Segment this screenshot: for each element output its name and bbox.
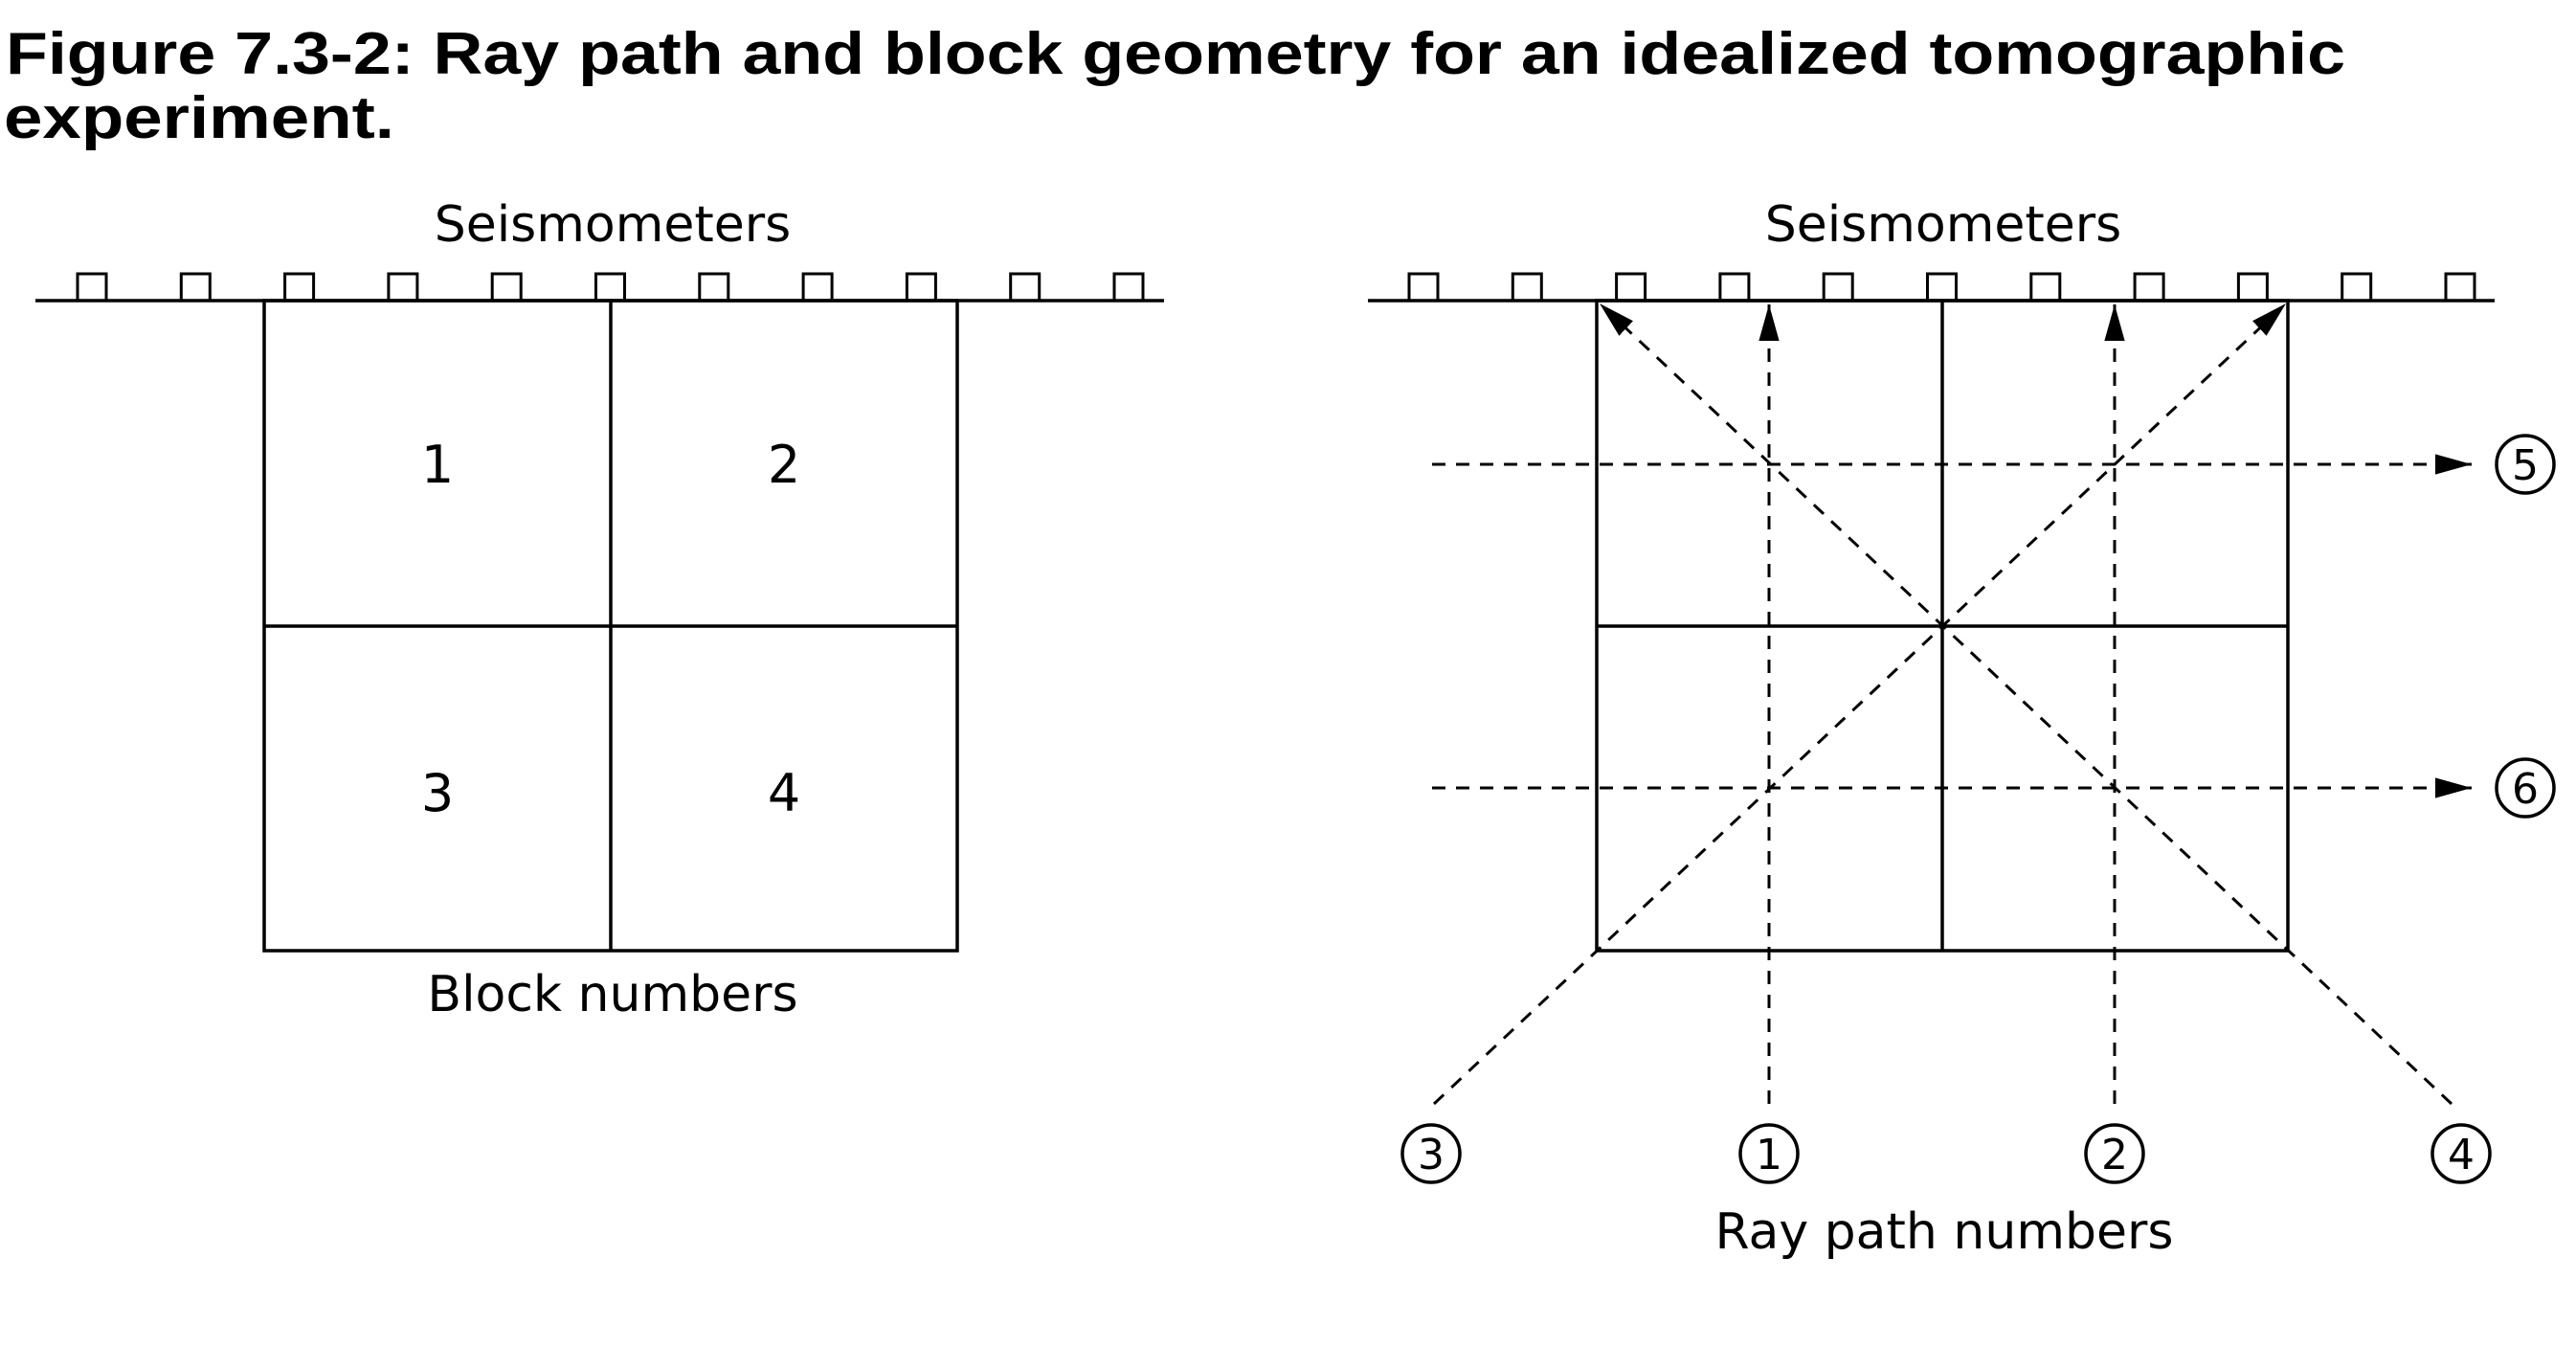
ray-path-3 <box>1432 302 2288 1106</box>
ray-label-text: 1 <box>1756 1131 1782 1179</box>
seismometer-icon <box>1407 272 1440 303</box>
seismometer-row <box>76 272 1145 303</box>
ray-label-text: 3 <box>1418 1131 1445 1179</box>
seismometer-icon <box>1112 272 1145 303</box>
block-number-4: 4 <box>768 763 800 823</box>
ray-label-circle <box>2495 434 2556 495</box>
seismometer-icon <box>801 272 834 303</box>
ray-label-circle <box>2495 757 2556 819</box>
ray-label-circle <box>2084 1123 2145 1184</box>
seismometer-icon <box>387 272 419 303</box>
ray-path-panel: Seismometers 3 1 2 4 5 <box>1368 196 2556 1261</box>
seismometer-icon <box>179 272 212 303</box>
block-number-2: 2 <box>768 435 800 495</box>
seismometer-icon <box>2029 272 2062 303</box>
ray-label-circle <box>1738 1123 1800 1184</box>
seismometer-icon <box>2236 272 2269 303</box>
ray-label-text: 5 <box>2512 441 2539 490</box>
seismometer-icon <box>1615 272 1647 303</box>
seismometers-label: Seismometers <box>435 196 792 254</box>
ray-path-4 <box>1598 302 2453 1106</box>
seismometer-icon <box>490 272 523 303</box>
seismometer-icon <box>1718 272 1751 303</box>
ray-label-circle <box>2430 1123 2492 1184</box>
ray-label-text: 2 <box>2101 1131 2128 1179</box>
seismometer-icon <box>2341 272 2373 303</box>
seismometers-label: Seismometers <box>1765 196 2122 254</box>
ray-label-3: 3 <box>1400 1123 1462 1184</box>
seismometer-icon <box>1822 272 1854 303</box>
seismometer-icon <box>2444 272 2476 303</box>
block-numbers-label: Block numbers <box>427 966 797 1023</box>
seismometer-row <box>1407 272 2476 303</box>
ray-label-1: 1 <box>1738 1123 1800 1184</box>
seismometer-icon <box>283 272 316 303</box>
block-number-3: 3 <box>421 763 454 823</box>
ray-path-numbers-label: Ray path numbers <box>1715 1203 2174 1261</box>
ray-label-5: 5 <box>2495 434 2556 495</box>
seismometer-icon <box>1926 272 1958 303</box>
block-geometry-panel: Seismometers 1 2 3 4 Block numbers <box>35 196 1164 1023</box>
ray-label-text: 6 <box>2512 765 2539 814</box>
seismometer-icon <box>76 272 108 303</box>
figure-title-line1: Figure 7.3-2: Ray path and block geometr… <box>6 21 2345 87</box>
figure-title-line2: experiment. <box>4 85 394 151</box>
seismometer-icon <box>2133 272 2165 303</box>
seismometer-icon <box>1009 272 1042 303</box>
ray-label-circle <box>1400 1123 1462 1184</box>
ray-label-6: 6 <box>2495 757 2556 819</box>
seismometer-icon <box>698 272 730 303</box>
ray-label-4: 4 <box>2430 1123 2492 1184</box>
block-number-1: 1 <box>421 435 454 495</box>
seismometer-icon <box>1511 272 1543 303</box>
ray-label-2: 2 <box>2084 1123 2145 1184</box>
ray-label-text: 4 <box>2448 1131 2475 1179</box>
seismometer-icon <box>594 272 626 303</box>
seismometer-icon <box>905 272 937 303</box>
